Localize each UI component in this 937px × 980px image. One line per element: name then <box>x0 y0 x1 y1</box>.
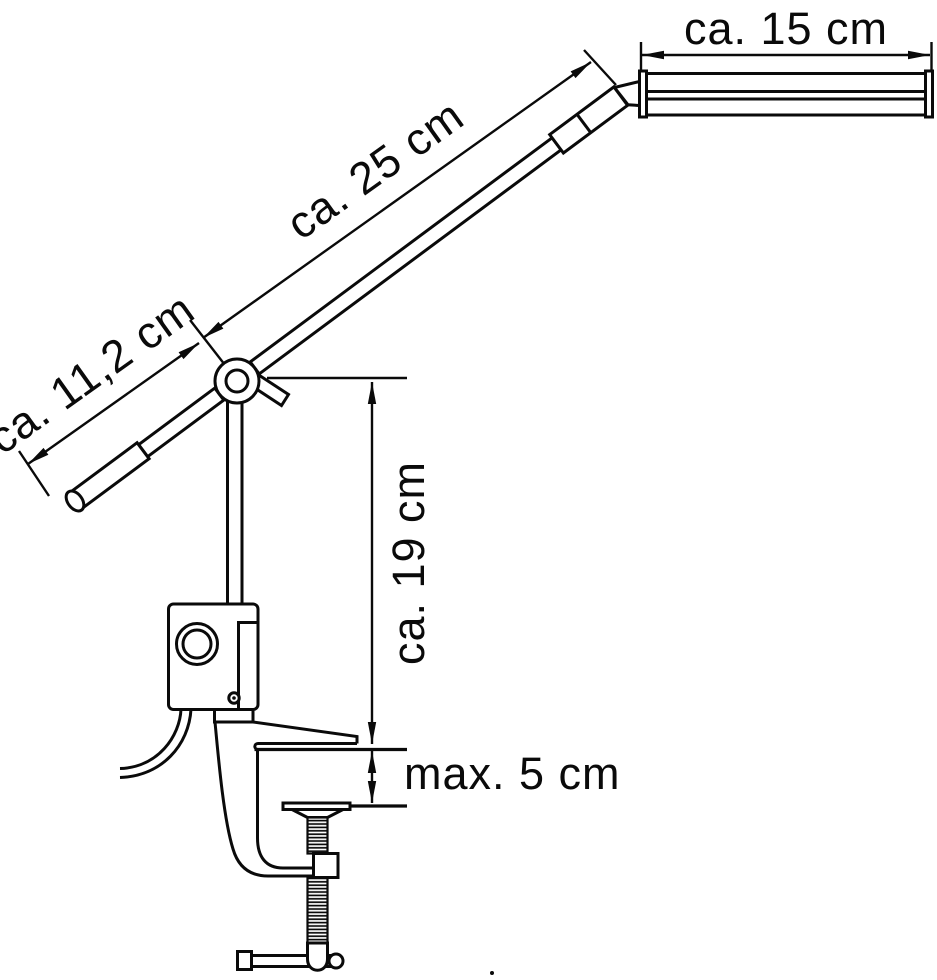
dimmer-knob-inner <box>181 628 213 660</box>
box-panel-line <box>237 621 258 710</box>
clamp-outer-profile <box>213 721 314 878</box>
cable-outer-line <box>119 708 193 779</box>
support-column <box>226 400 244 606</box>
lamp-head <box>638 69 934 119</box>
arm-sleeve <box>547 84 630 156</box>
control-box <box>167 602 260 711</box>
dimension-rear-arm-length: ca. 11,2 cm <box>0 283 204 497</box>
clamp-screw <box>236 801 407 972</box>
clamp-neck <box>213 708 255 724</box>
screw-thread-lower <box>306 876 329 947</box>
clamp-top-arm-edge <box>252 720 359 744</box>
dimension-column-height: ca. 19 cm <box>267 376 434 744</box>
clamp-inner-profile <box>256 750 314 870</box>
sleeve-joint-line <box>575 113 592 134</box>
screw-guide-block <box>312 852 340 879</box>
column-lines <box>226 400 244 606</box>
column-height-label: ca. 19 cm <box>383 461 434 665</box>
dimension-head-width: ca. 15 cm <box>639 3 933 70</box>
clamp-opening-label: max. 5 cm <box>404 748 621 799</box>
panel-screw-center <box>232 696 236 700</box>
dimension-arrow-line <box>202 61 592 339</box>
rear-tube <box>136 386 226 459</box>
dimension-arrow-line <box>27 342 200 465</box>
head-tube-lines <box>646 90 926 101</box>
screw-bottom-end <box>306 941 329 972</box>
extension-tick <box>18 450 50 497</box>
grip-end-cap <box>64 489 86 513</box>
pivot-axle <box>224 368 250 394</box>
screw-pad-cone <box>291 808 344 819</box>
head-body <box>645 72 927 117</box>
dimension-clamp-opening: max. 5 cm <box>367 748 621 803</box>
extension-tick <box>583 49 617 86</box>
rear-arm-handle <box>64 386 226 513</box>
pivot-joint <box>213 357 291 408</box>
extension-tick <box>189 319 226 366</box>
head-right-cap <box>924 69 934 119</box>
t-handle-left-cap <box>236 950 253 971</box>
print-speck <box>490 971 494 975</box>
head-width-label: ca. 15 cm <box>684 3 888 54</box>
cable-inner-line <box>119 708 183 770</box>
table-clamp <box>213 708 407 878</box>
dimension-arm-length: ca. 25 cm <box>189 49 617 366</box>
power-cable <box>119 708 193 779</box>
head-left-cap <box>638 69 648 119</box>
t-handle-right-end <box>327 952 345 970</box>
screw-thread-upper <box>306 816 329 855</box>
